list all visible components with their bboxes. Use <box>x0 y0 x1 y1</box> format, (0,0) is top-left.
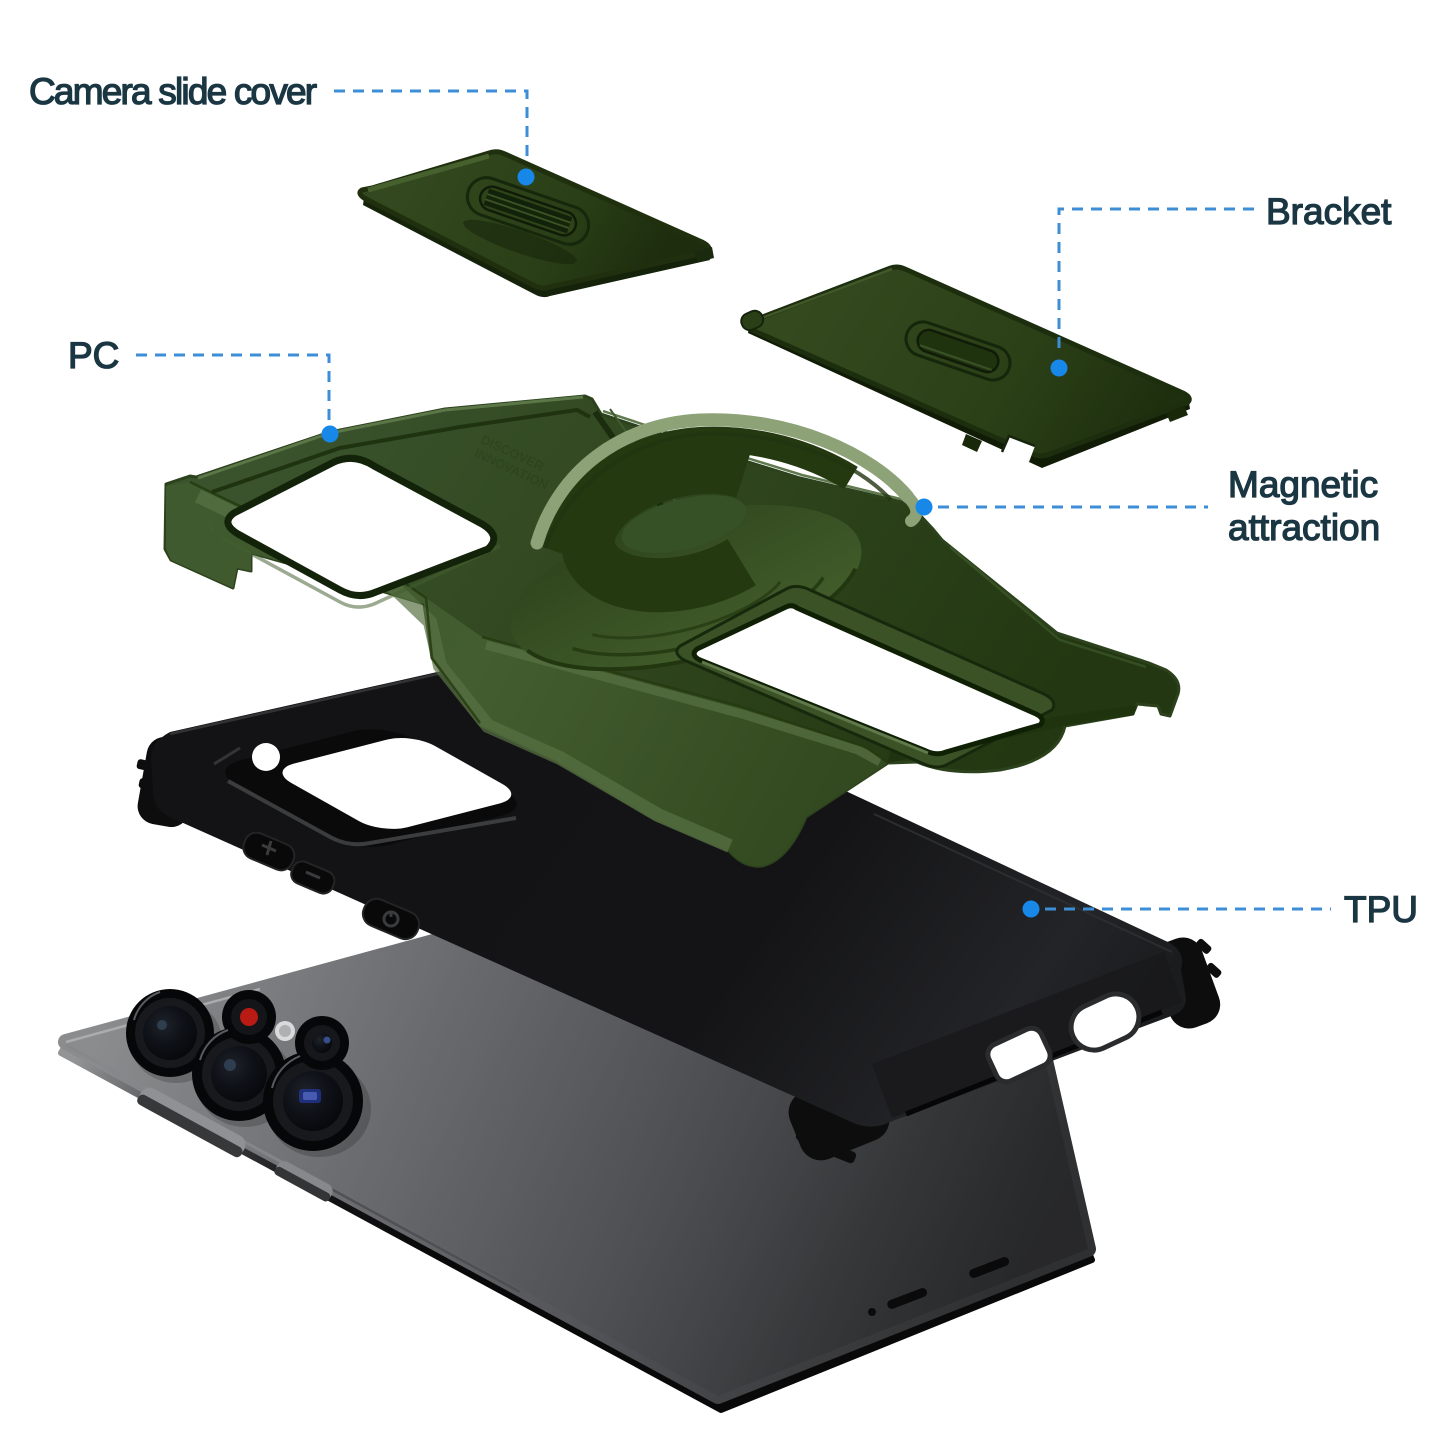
svg-text:PC: PC <box>68 335 119 376</box>
svg-text:Camera slide cover: Camera slide cover <box>29 71 317 112</box>
svg-text:attraction: attraction <box>1228 507 1380 548</box>
svg-text:Magnetic: Magnetic <box>1228 464 1378 505</box>
svg-text:TPU: TPU <box>1344 889 1418 930</box>
svg-text:Bracket: Bracket <box>1266 191 1392 232</box>
